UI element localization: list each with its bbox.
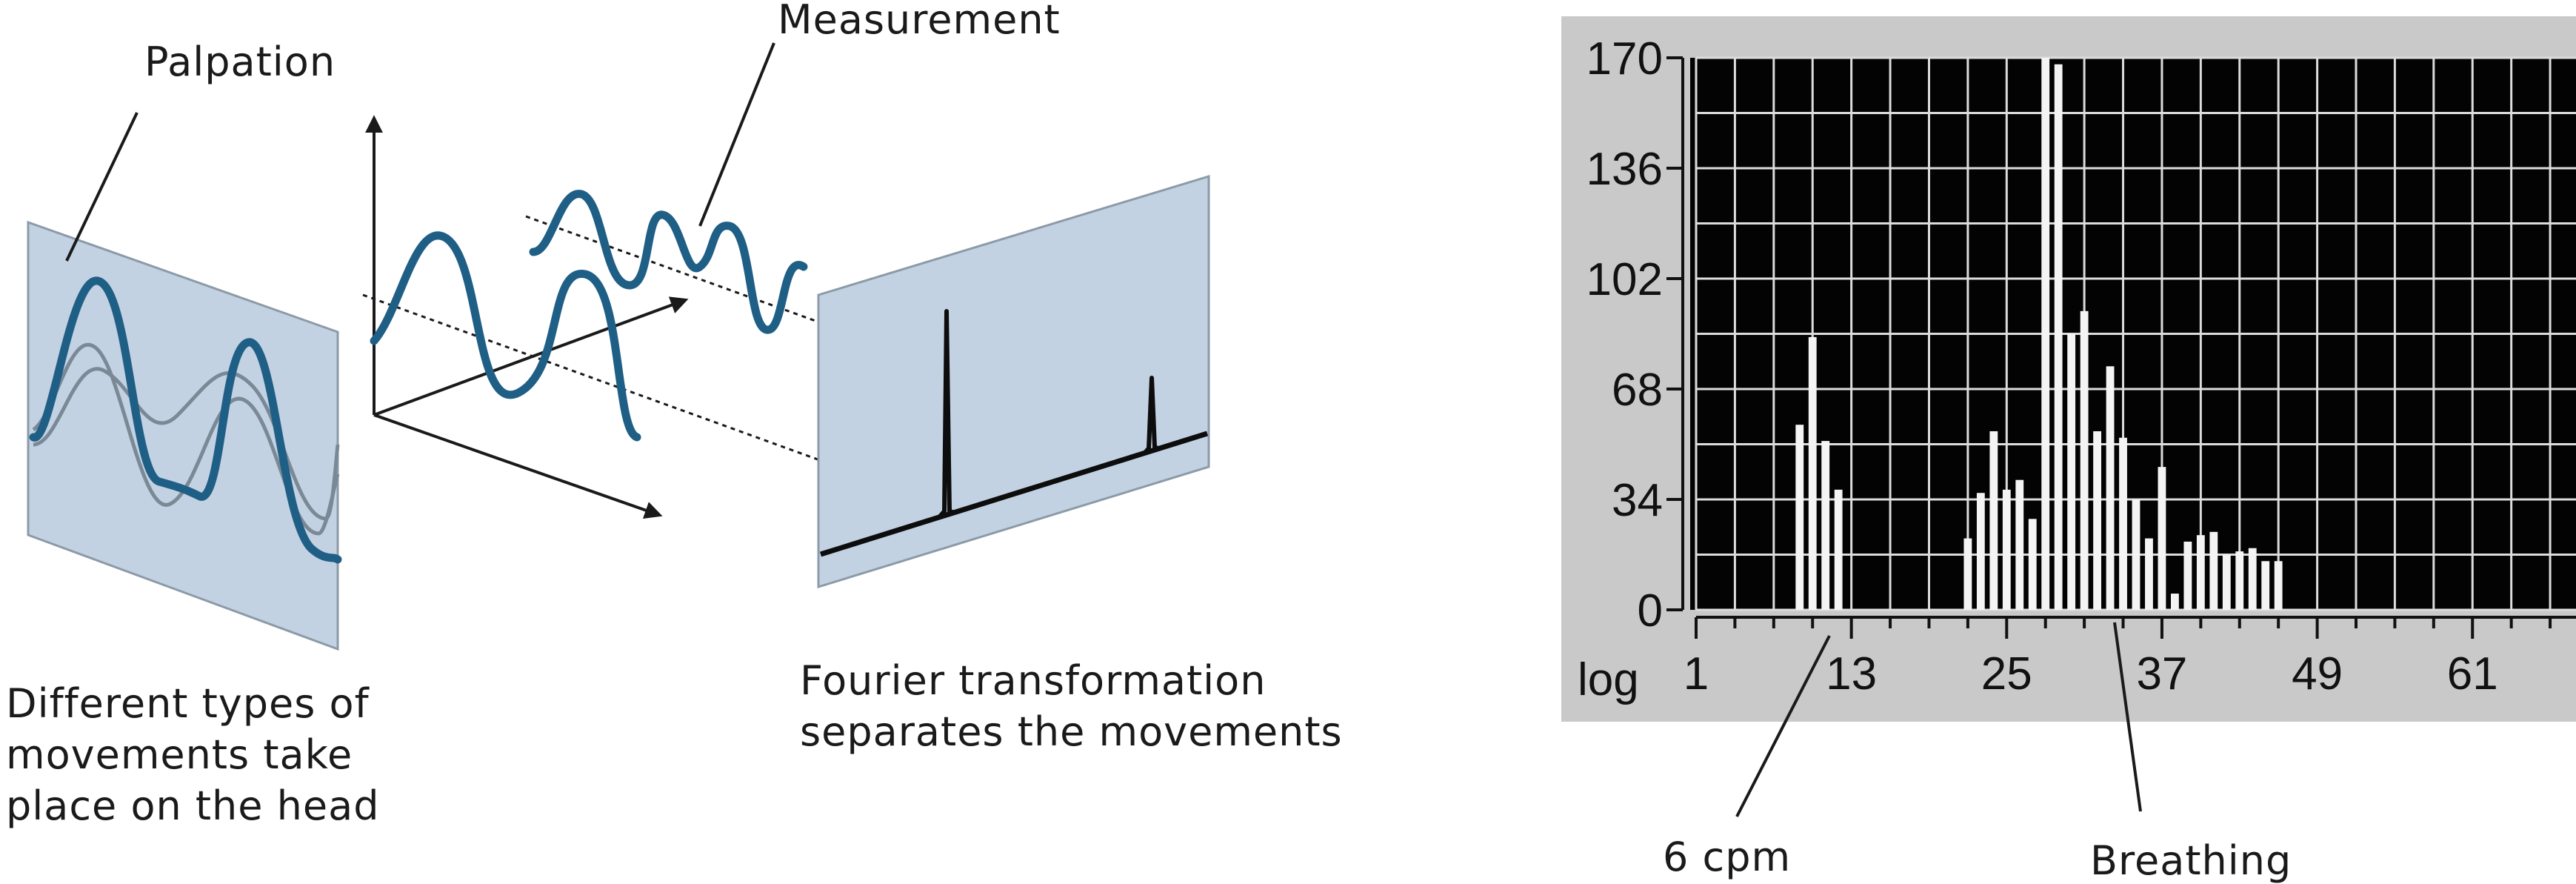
histogram-bar (2248, 548, 2257, 610)
histogram-bar (2054, 64, 2063, 610)
histogram-y-axis: 0 34 68 102 136 170 (1586, 33, 1684, 637)
label-movements-line-2: movements take (6, 731, 353, 778)
fourier-baseline (819, 431, 1209, 557)
label-palpation: Palpation (144, 39, 336, 85)
histogram-bar (2209, 531, 2218, 610)
x-tick-label: 49 (2292, 648, 2343, 699)
palpation-wave-bold (29, 276, 342, 564)
palpation-pointer (65, 112, 139, 262)
histogram-bar (1821, 441, 1830, 610)
histogram-bar (2093, 431, 2102, 610)
histogram-bars (1795, 58, 2283, 610)
histogram-bar (2183, 541, 2192, 610)
histogram-bar (1976, 493, 1985, 610)
y-tick-label: 34 (1612, 475, 1663, 526)
y-tick-label: 68 (1612, 365, 1663, 416)
histogram-bar (2002, 489, 2011, 610)
label-fourier-line-1: Fourier transformation (800, 657, 1266, 704)
label-six-cpm: 6 cpm (1663, 834, 1791, 880)
histogram-bar (2145, 538, 2153, 610)
axes-3d (365, 115, 689, 519)
histogram-bar (2132, 499, 2140, 610)
palpation-wave-light-1 (32, 342, 340, 536)
label-breathing: Breathing (2090, 837, 2292, 884)
palpation-wave-light-2 (33, 367, 340, 521)
y-tick-label: 170 (1586, 33, 1663, 84)
histogram-bar (2119, 437, 2127, 610)
histogram-bar (2080, 310, 2089, 610)
histogram-bar (1795, 425, 1804, 610)
histogram-x-axis: 1 13 25 37 49 61 (1684, 616, 2576, 699)
spectrum-peak-small (1142, 376, 1161, 455)
spectrum-peak-large (937, 309, 956, 519)
y-tick-label: 102 (1586, 254, 1663, 305)
histogram-bar (2106, 366, 2115, 610)
axis-depth (373, 296, 689, 416)
histogram-bar (2041, 58, 2050, 610)
histogram-bar (2158, 467, 2166, 610)
y-tick-label: 0 (1638, 585, 1663, 637)
label-movements-line-1: Different types of (6, 680, 370, 727)
histogram-bar (1834, 489, 1843, 610)
histogram-bar (2235, 551, 2244, 610)
y-tick-label: 136 (1586, 144, 1663, 195)
histogram-bar (1808, 336, 1817, 610)
breathing-pointer (2113, 622, 2142, 812)
histogram-bar (2196, 535, 2205, 610)
x-tick-label: 37 (2136, 648, 2187, 699)
fourier-panel (817, 174, 1210, 589)
high-frequency-wave (529, 190, 808, 334)
histogram-bar (2222, 554, 2231, 610)
histogram-bar (1989, 431, 1998, 610)
histogram-bar (2028, 519, 2037, 610)
histogram-grid (1695, 56, 2576, 611)
six-cpm-pointer (1735, 635, 1831, 817)
x-tick-label: 1 (1684, 648, 1709, 699)
x-tick-label: 61 (2447, 648, 2498, 699)
measurement-pointer (698, 42, 775, 227)
histogram-y-label: log (1578, 654, 1639, 705)
x-tick-label: 13 (1826, 648, 1877, 699)
histogram-bar (1963, 538, 1972, 610)
label-measurement: Measurement (778, 0, 1061, 43)
axis-horizontal (373, 413, 663, 519)
histogram-bar (2261, 561, 2270, 610)
x-tick-label: 25 (1981, 648, 2032, 699)
histogram-bar (2067, 333, 2076, 610)
histogram-screenshot: 0 34 68 102 136 170 1 13 25 37 49 61 log (1561, 16, 2576, 722)
histogram-bar (2015, 479, 2024, 610)
low-frequency-wave (370, 231, 641, 442)
palpation-panel (27, 220, 342, 651)
label-movements-line-3: place on the head (6, 782, 379, 829)
histogram-bar (2274, 561, 2283, 610)
histogram-bar (2170, 594, 2179, 610)
label-fourier-line-2: separates the movements (800, 708, 1343, 755)
